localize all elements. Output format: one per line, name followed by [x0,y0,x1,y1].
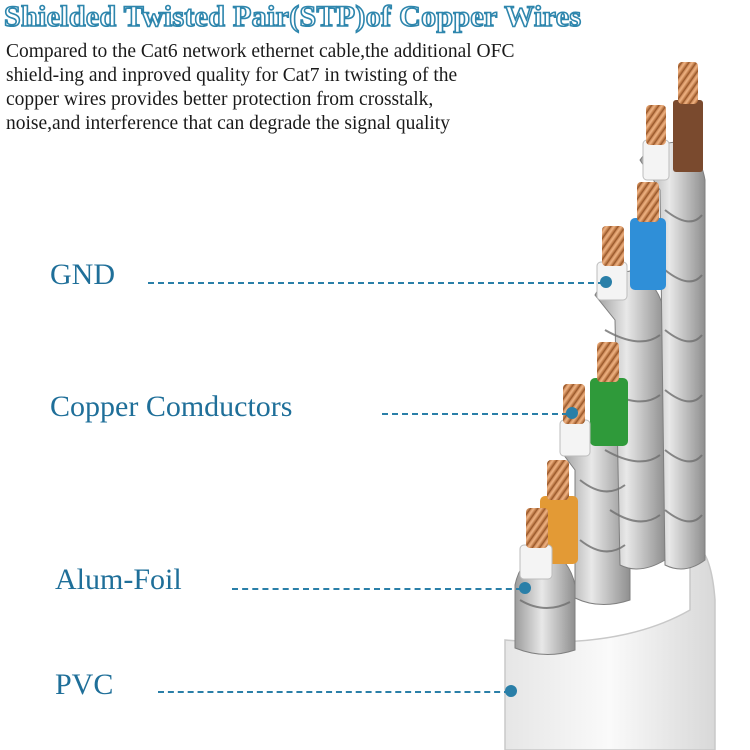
callout-pvc-leader [158,691,510,693]
callout-foil-leader [232,588,522,590]
conductor-pair-blue [596,182,666,301]
description: Compared to the Cat6 network ethernet ca… [6,40,646,136]
callout-pvc-dot [505,685,517,697]
callout-gnd-label: GND [50,258,115,291]
callout-pvc-label: PVC [55,668,114,701]
conductor-pair-brown [642,62,703,181]
callout-copper-label: Copper Comductors [50,390,293,423]
description-line: shield-ing and inproved quality for Cat7… [6,65,458,86]
description-line: copper wires provides better protection … [6,89,434,110]
callout-foil-dot [519,582,531,594]
callout-foil-label: Alum-Foil [55,563,182,596]
conductor-pair-orange [519,460,578,580]
callout-gnd-leader [148,282,604,284]
description-line: noise,and interference that can degrade … [6,113,450,134]
callout-copper-dot [566,407,578,419]
page-title: Shielded Twisted Pair(STP)of Copper Wire… [3,0,582,34]
conductor-pair-green [559,342,628,457]
callout-copper-leader [382,413,568,415]
description-line: Compared to the Cat6 network ethernet ca… [6,41,515,62]
callout-gnd-dot [600,276,612,288]
